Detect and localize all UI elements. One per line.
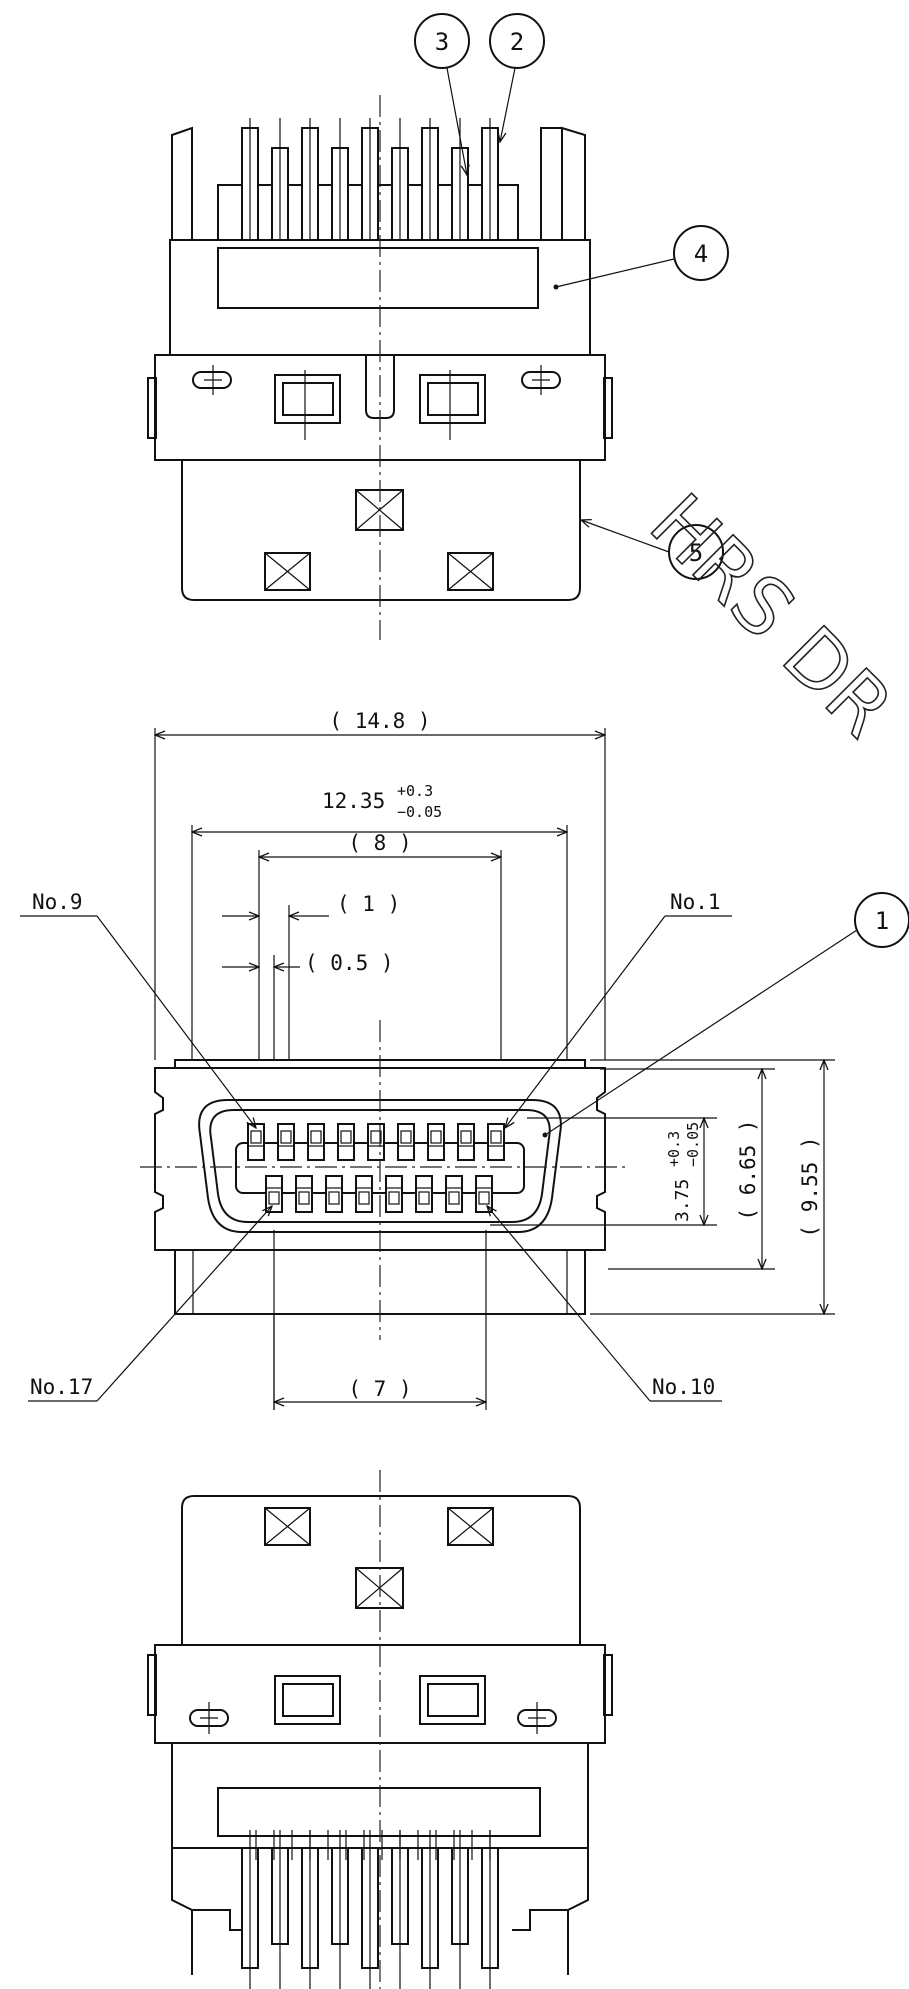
- contact-top-inner: [280, 1130, 292, 1144]
- contact-bottom-inner: [358, 1191, 370, 1205]
- front-view: ( 14.8 ) 12.35 +0.3 −0.05 ( 8 ) ( 1 ) ( …: [20, 709, 909, 1410]
- callout-5-text: 5: [689, 539, 703, 567]
- contact-bottom: [295, 1175, 313, 1213]
- label-no17: No.17: [30, 1375, 93, 1399]
- contact-bottom-inner: [388, 1191, 400, 1205]
- contact-top-inner: [340, 1130, 352, 1144]
- callout-3: [414, 13, 470, 69]
- dim-body-width-tol-minus: −0.05: [397, 803, 442, 821]
- contact-bottom: [265, 1175, 283, 1213]
- contact-top-inner: [490, 1130, 502, 1144]
- callout-1: [854, 892, 909, 948]
- bottom-view: [147, 1470, 613, 1989]
- contact-top: [397, 1123, 415, 1161]
- label-no9: No.9: [32, 890, 83, 914]
- contact-bottom: [445, 1175, 463, 1213]
- callout-1-text: 1: [875, 907, 889, 935]
- dim-row-height-tol-minus: −0.05: [684, 1122, 702, 1167]
- dim-top-row-span: ( 8 ): [348, 831, 411, 855]
- bottom-terminal-bank: [241, 1830, 499, 1989]
- dim-overall-width: ( 14.8 ): [329, 709, 430, 733]
- contact-bottom: [415, 1175, 433, 1213]
- contact-top: [307, 1123, 325, 1161]
- dim-body-width-tol-plus: +0.3: [397, 782, 433, 800]
- contact-bottom: [385, 1175, 403, 1213]
- dim-body-width: 12.35: [322, 789, 385, 813]
- contact-top-inner: [460, 1130, 472, 1144]
- dim-bottom-row-span: ( 7 ): [348, 1377, 411, 1401]
- contact-top-inner: [250, 1130, 262, 1144]
- dim-pitch: ( 1 ): [337, 892, 400, 916]
- dim-row-height-tol-plus: +0.3: [665, 1131, 683, 1167]
- contact-top-inner: [370, 1130, 382, 1144]
- contact-top: [427, 1123, 445, 1161]
- dim-shell-height: ( 6.65 ): [736, 1119, 760, 1220]
- contact-top: [367, 1123, 385, 1161]
- contact-bottom-inner: [268, 1191, 280, 1205]
- dim-row-height: 3.75: [672, 1179, 693, 1222]
- contact-top-inner: [430, 1130, 442, 1144]
- contact-array: [247, 1123, 505, 1213]
- top-view: 3 2 4 5 HRS DR: [147, 13, 909, 755]
- contact-top-inner: [400, 1130, 412, 1144]
- label-no10: No.10: [652, 1375, 715, 1399]
- callout-4: [673, 225, 729, 281]
- contact-bottom: [355, 1175, 373, 1213]
- contact-bottom-inner: [328, 1191, 340, 1205]
- contact-bottom-inner: [298, 1191, 310, 1205]
- callout-4-text: 4: [694, 240, 708, 268]
- contact-bottom: [475, 1175, 493, 1213]
- dim-overall-height: ( 9.55 ): [798, 1136, 822, 1237]
- callout-2-text: 2: [510, 28, 524, 56]
- contact-bottom-inner: [478, 1191, 490, 1205]
- contact-top: [487, 1123, 505, 1161]
- callout-2: [489, 13, 545, 69]
- contact-top: [277, 1123, 295, 1161]
- contact-top: [337, 1123, 355, 1161]
- contact-bottom: [325, 1175, 343, 1213]
- dim-half-pitch: ( 0.5 ): [305, 951, 394, 975]
- top-terminal-bank: [241, 118, 499, 270]
- callout-3-text: 3: [435, 28, 449, 56]
- contact-top: [247, 1123, 265, 1161]
- contact-bottom-inner: [418, 1191, 430, 1205]
- label-no1: No.1: [670, 890, 721, 914]
- watermark: HRS DR: [633, 478, 909, 755]
- contact-bottom-inner: [448, 1191, 460, 1205]
- contact-top: [457, 1123, 475, 1161]
- contact-top-inner: [310, 1130, 322, 1144]
